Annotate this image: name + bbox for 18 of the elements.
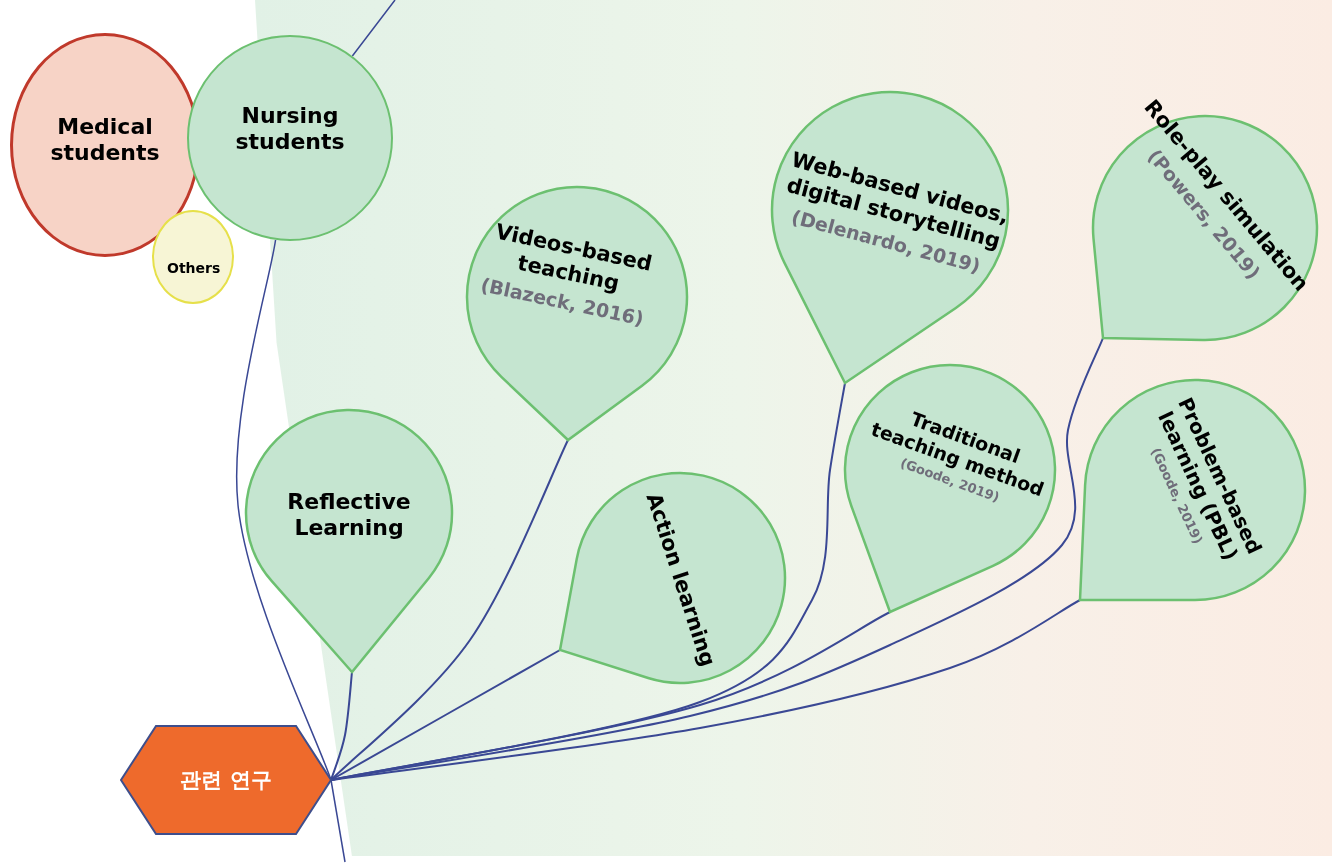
pin-marker [244, 408, 454, 674]
connector-line [330, 439, 569, 781]
pin-marker [1078, 378, 1307, 602]
connector-line [330, 611, 891, 781]
node-label: Medical students [49, 113, 161, 167]
pin-marker [843, 363, 1057, 614]
pin-marker [465, 185, 689, 442]
connector-line [330, 779, 346, 863]
node-label: Nursing students [234, 102, 346, 156]
hexagon-box [120, 725, 332, 835]
pin-marker [770, 90, 1010, 385]
connector-line [330, 599, 1081, 781]
node-label: 관련 연구 [179, 767, 273, 794]
pin-label: Reflective Learning [286, 488, 412, 542]
connector-line [351, 0, 396, 57]
pin-marker [558, 471, 787, 685]
node-label: Others [167, 259, 219, 277]
connector-line [330, 671, 353, 781]
